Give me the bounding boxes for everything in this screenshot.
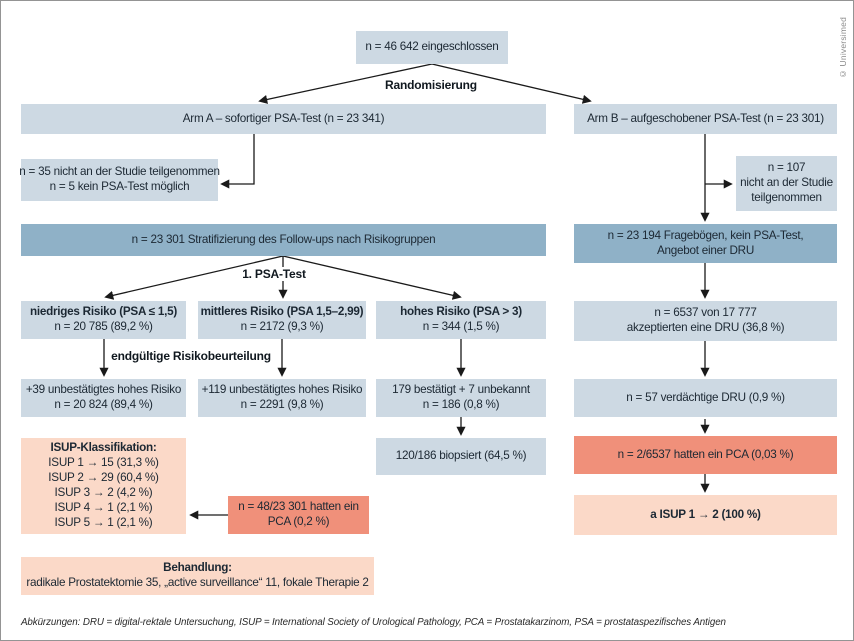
node-dru-suspicious-text: n = 57 verdächtige DRU (0,9 %) — [626, 390, 785, 404]
node-risk-low-title: niedriges Risiko (PSA ≤ 1,5) — [29, 305, 178, 319]
node-questionnaire: n = 23 194 Fragebögen, kein PSA-Test, An… — [574, 224, 837, 263]
node-pca-arm-b-text: n = 2/6537 hatten ein PCA (0,03 %) — [617, 447, 794, 461]
node-arm-a: Arm A – sofortiger PSA-Test (n = 23 341) — [21, 104, 546, 134]
label-risikobeurteilung: endgültige Risikobeurteilung — [107, 349, 275, 363]
node-excluded-b-line3: teilgenommen — [751, 190, 822, 204]
node-isup-row-3: ISUP 3 → 2 (4,2 %) — [54, 486, 153, 499]
node-isup-arm-b: a ISUP 1 → 2 (100 %) — [574, 495, 837, 535]
node-arm-b: Arm B – aufgeschobener PSA-Test (n = 23 … — [574, 104, 837, 134]
node-final-low-line1: +39 unbestätigtes hohes Risiko — [25, 383, 182, 397]
node-isup-row-5: ISUP 5 → 1 (2,1 %) — [54, 515, 153, 529]
node-risk-low: niedriges Risiko (PSA ≤ 1,5) n = 20 785 … — [21, 301, 186, 339]
node-excluded-b-line1: n = 107 — [767, 161, 806, 175]
node-pca-arm-a-line2: PCA (0,2 %) — [267, 515, 330, 528]
node-excluded-b-line2: nicht an der Studie — [740, 176, 833, 190]
node-risk-low-value: n = 20 785 (89,2 %) — [54, 320, 153, 333]
node-risk-high-value: n = 344 (1,5 %) — [422, 320, 500, 333]
arrow-strat-high — [282, 255, 462, 300]
arrow-randomisierung-right — [431, 63, 592, 104]
node-excluded-a-line2: n = 5 kein PSA-Test möglich — [49, 180, 190, 193]
node-arm-a-text: Arm A – sofortiger PSA-Test (n = 23 341) — [182, 111, 385, 125]
node-final-low-line2: n = 20 824 (89,4 %) — [54, 398, 153, 411]
node-risk-high: hohes Risiko (PSA > 3) n = 344 (1,5 %) — [376, 301, 546, 339]
arrow-strat-low — [104, 255, 284, 300]
node-final-high: 179 bestätigt + 7 unbekannt n = 186 (0,8… — [376, 379, 546, 417]
node-enrolled: n = 46 642 eingeschlossen — [356, 31, 508, 64]
node-dru-accept: n = 6537 von 17 777 akzeptierten eine DR… — [574, 301, 837, 341]
node-risk-mid-value: n = 2172 (9,3 %) — [240, 320, 324, 333]
node-excluded-a: n = 35 nicht an der Studie teilgenommen … — [19, 159, 220, 201]
node-questionnaire-line1: n = 23 194 Fragebögen, kein PSA-Test, — [607, 228, 804, 242]
node-isup-row-4: ISUP 4 → 1 (2,1 %) — [54, 500, 153, 514]
node-final-mid: +119 unbestätigtes hohes Risiko n = 2291… — [198, 379, 366, 417]
label-psa-test: 1. PSA-Test — [238, 267, 310, 281]
node-isup-row-1: ISUP 1 → 15 (31,3 %) — [48, 456, 159, 470]
copyright-label: © Universimed — [838, 17, 848, 80]
abbreviations-footnote: Abkürzungen: DRU = digital-rektale Unter… — [21, 617, 726, 628]
node-pca-arm-a-line1: n = 48/23 301 hatten ein — [238, 500, 359, 514]
node-final-mid-line1: +119 unbestätigtes hohes Risiko — [201, 383, 363, 397]
node-treatment: Behandlung: radikale Prostatektomie 35, … — [21, 557, 374, 595]
node-excluded-b: n = 107 nicht an der Studie teilgenommen — [736, 156, 837, 211]
node-final-low: +39 unbestätigtes hohes Risiko n = 20 82… — [21, 379, 186, 417]
arrow-randomisierung-left — [258, 63, 433, 104]
node-risk-high-title: hohes Risiko (PSA > 3) — [400, 305, 522, 319]
node-risk-mid-title: mittleres Risiko (PSA 1,5–2,99) — [200, 305, 364, 319]
node-final-high-line1: 179 bestätigt + 7 unbekannt — [392, 383, 530, 397]
node-isup-classification: ISUP-Klassifikation: ISUP 1 → 15 (31,3 %… — [21, 438, 186, 534]
node-dru-suspicious: n = 57 verdächtige DRU (0,9 %) — [574, 379, 837, 417]
label-randomisierung: Randomisierung — [381, 78, 481, 92]
node-risk-mid: mittleres Risiko (PSA 1,5–2,99) n = 2172… — [198, 301, 366, 339]
node-pca-arm-b: n = 2/6537 hatten ein PCA (0,03 %) — [574, 436, 837, 474]
node-dru-accept-line1: n = 6537 von 17 777 — [654, 306, 757, 320]
node-stratification-text: n = 23 301 Stratifizierung des Follow-up… — [131, 232, 436, 246]
node-pca-arm-a: n = 48/23 301 hatten ein PCA (0,2 %) — [228, 496, 369, 534]
node-dru-accept-line2: akzeptierten eine DRU (36,8 %) — [626, 321, 785, 334]
node-questionnaire-line2: Angebot einer DRU — [656, 243, 755, 257]
arrow-arma-excluded — [220, 134, 255, 189]
node-isup-title: ISUP-Klassifikation: — [50, 441, 157, 455]
node-final-mid-line2: n = 2291 (9,8 %) — [240, 398, 324, 411]
node-treatment-text: radikale Prostatektomie 35, „active surv… — [26, 576, 369, 589]
node-isup-row-2: ISUP 2 → 29 (60,4 %) — [48, 471, 159, 485]
node-enrolled-text: n = 46 642 eingeschlossen — [365, 40, 499, 54]
node-treatment-title: Behandlung: — [163, 561, 232, 575]
node-biopsy-text: 120/186 biopsiert (64,5 %) — [395, 449, 527, 463]
node-final-high-line2: n = 186 (0,8 %) — [422, 398, 500, 411]
node-biopsy: 120/186 biopsiert (64,5 %) — [376, 438, 546, 475]
node-arm-b-text: Arm B – aufgeschobener PSA-Test (n = 23 … — [587, 111, 824, 125]
node-stratification: n = 23 301 Stratifizierung des Follow-up… — [21, 224, 546, 256]
node-isup-arm-b-text: a ISUP 1 → 2 (100 %) — [650, 507, 761, 521]
node-excluded-a-line1: n = 35 nicht an der Studie teilgenommen — [19, 165, 220, 179]
